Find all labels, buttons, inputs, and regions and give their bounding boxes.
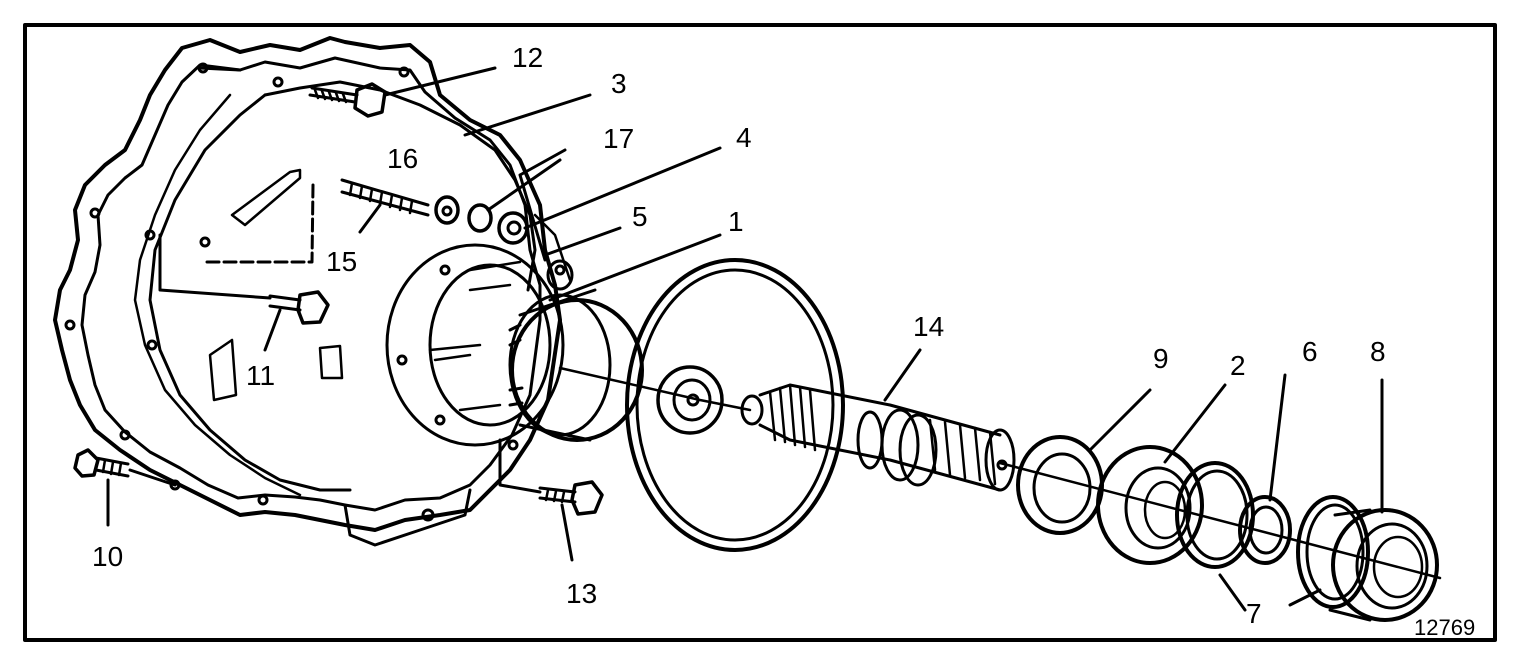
callout-2: 2 <box>1230 350 1246 381</box>
callout-8: 8 <box>1370 336 1386 367</box>
thrust-washer <box>1016 435 1104 535</box>
output-shaft <box>740 383 1016 492</box>
large-seal-ring <box>625 258 845 552</box>
callout-10: 10 <box>92 541 124 572</box>
figure-number: 12769 <box>1414 615 1476 640</box>
bolt-13 <box>538 480 604 516</box>
callout-14: 14 <box>913 311 945 342</box>
callout-17: 17 <box>603 123 635 154</box>
extension-housing <box>53 36 572 547</box>
callout-13: 13 <box>566 578 598 609</box>
diagram-frame <box>23 23 1497 642</box>
stud-15 <box>340 178 430 217</box>
housing-lug <box>546 259 574 291</box>
callout-6: 6 <box>1302 336 1318 367</box>
callout-12: 12 <box>512 42 544 73</box>
callout-1: 1 <box>728 206 744 237</box>
callout-7: 7 <box>1246 598 1262 629</box>
washer-set <box>434 195 529 245</box>
bolt-12 <box>308 82 387 118</box>
retaining-ring <box>1238 495 1292 565</box>
callout-4: 4 <box>736 122 752 153</box>
snap-ring-right <box>1296 495 1370 609</box>
callout-3: 3 <box>611 68 627 99</box>
callout-5: 5 <box>632 201 648 232</box>
bolt-10 <box>73 448 130 478</box>
bolt-11 <box>268 290 330 325</box>
rear-bearing <box>1328 508 1439 622</box>
callout-11: 11 <box>246 360 276 391</box>
output-bearing <box>1096 445 1204 565</box>
callout-16: 16 <box>387 143 419 174</box>
callout-15: 15 <box>326 246 358 277</box>
callout-9: 9 <box>1153 343 1169 374</box>
extension-bushing <box>508 288 644 442</box>
pilot-bearing <box>656 365 724 435</box>
leader-lines <box>106 66 1384 612</box>
